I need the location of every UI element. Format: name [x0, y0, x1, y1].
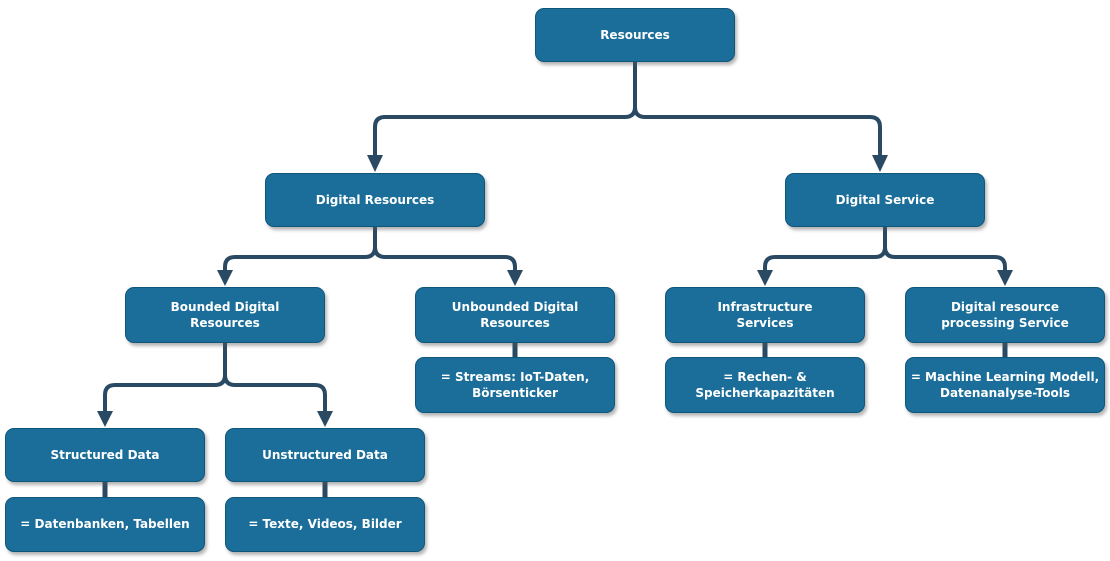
note-processing-examples: = Machine Learning Modell, Datenanalyse-… — [905, 357, 1105, 413]
node-unbounded-digital-resources: Unbounded Digital Resources — [415, 287, 615, 343]
arrowhead-unstructured — [317, 411, 333, 427]
arrowhead-infrastructure — [757, 270, 773, 286]
edge-resources-digital-service — [633, 62, 882, 156]
note-unbounded-examples: = Streams: IoT-Daten, Börsenticker — [415, 357, 615, 413]
edge-digitalresources-bounded — [223, 227, 377, 271]
edge-bounded-unstructured — [223, 343, 327, 412]
note-structured-examples: = Datenbanken, Tabellen — [5, 497, 205, 552]
arrowhead-bounded — [217, 270, 233, 286]
arrowhead-processing — [997, 270, 1013, 286]
node-digital-service: Digital Service — [785, 173, 985, 227]
edge-digitalservice-processing — [883, 227, 1007, 271]
arrowhead-structured — [97, 411, 113, 427]
node-unstructured-data: Unstructured Data — [225, 428, 425, 482]
node-structured-data: Structured Data — [5, 428, 205, 482]
node-digital-resources: Digital Resources — [265, 173, 485, 227]
edge-digitalservice-infrastructure — [763, 227, 887, 271]
node-bounded-digital-resources: Bounded Digital Resources — [125, 287, 325, 343]
node-digital-resource-processing-service: Digital resource processing Service — [905, 287, 1105, 343]
note-infrastructure-examples: = Rechen- & Speicherkapazitäten — [665, 357, 865, 413]
arrowhead-digital-service — [872, 155, 888, 172]
note-unstructured-examples: = Texte, Videos, Bilder — [225, 497, 425, 552]
node-resources: Resources — [535, 8, 735, 62]
arrowhead-digital-resources — [367, 155, 383, 172]
edge-resources-digital-resources — [373, 62, 637, 156]
node-infrastructure-services: Infrastructure Services — [665, 287, 865, 343]
edge-digitalresources-unbounded — [373, 227, 517, 271]
edge-bounded-structured — [103, 343, 227, 412]
arrowhead-unbounded — [507, 270, 523, 286]
